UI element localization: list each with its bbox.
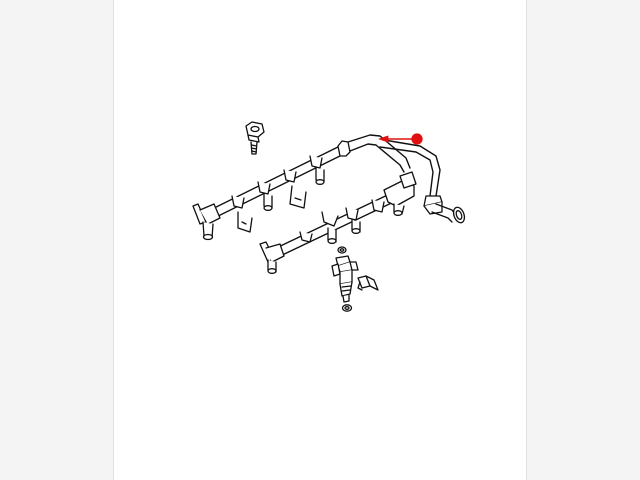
retaining-clip-icon	[358, 276, 378, 290]
fuel-rail-icon	[193, 135, 466, 240]
fuel-injector-icon	[332, 256, 358, 302]
o-ring-icon	[338, 247, 346, 253]
callout-pointer-icon	[378, 133, 423, 145]
diagram-sheet	[114, 0, 526, 480]
fuel-rail-icon	[260, 172, 416, 273]
o-ring-icon	[343, 305, 352, 311]
bolt-icon	[246, 122, 264, 154]
